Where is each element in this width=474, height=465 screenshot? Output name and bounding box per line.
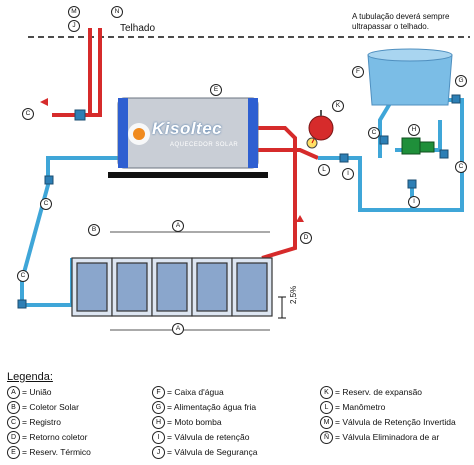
tag-g: G xyxy=(455,75,467,87)
tank-hot-outlet xyxy=(258,148,319,160)
legend-item-n: Ñ= Válvula Eliminadora de ar xyxy=(320,431,439,444)
brand-name: Kisoltec xyxy=(152,119,223,138)
expansion-tank xyxy=(308,110,334,141)
roof-label: Telhado xyxy=(120,23,156,34)
legend-item-j: J= Válvula de Segurança xyxy=(152,446,258,459)
legend-item-g: G= Alimentação água fria xyxy=(152,401,256,414)
legend-item-i: I= Válvula de retenção xyxy=(152,431,249,444)
tag-e: E xyxy=(210,84,222,96)
tag-c-tank: C xyxy=(368,127,380,139)
thermal-reservoir xyxy=(108,97,268,178)
tag-j: J xyxy=(68,20,80,32)
water-tank xyxy=(367,48,453,106)
legend-item-l: L= Manômetro xyxy=(320,401,385,414)
tag-a-bottom: A xyxy=(172,323,184,335)
legend-item-a: A= União xyxy=(7,386,52,399)
legend-item-c: C= Registro xyxy=(7,416,61,429)
valves xyxy=(17,94,461,309)
tag-a-top: A xyxy=(172,220,184,232)
pressure-gauge xyxy=(306,137,318,149)
tag-d: D xyxy=(300,232,312,244)
tag-c-bottom: C xyxy=(17,270,29,282)
tag-l: L xyxy=(318,164,330,176)
motor-pump xyxy=(401,137,435,155)
brand-tagline: AQUECEDOR SOLAR xyxy=(170,142,239,148)
tag-h: H xyxy=(408,124,420,136)
tag-m: M xyxy=(68,6,80,18)
hot-pipes xyxy=(52,28,319,260)
tag-n: N xyxy=(111,6,123,18)
slope-marker xyxy=(278,296,286,319)
solar-collectors xyxy=(71,231,273,331)
vent-pipe xyxy=(52,28,102,117)
tag-b: B xyxy=(88,224,100,236)
tag-f: F xyxy=(352,66,364,78)
tag-k: K xyxy=(332,100,344,112)
legend-item-h: H= Moto bomba xyxy=(152,416,222,429)
collector-feed-pipe xyxy=(20,156,118,307)
flow-arrows xyxy=(40,98,304,222)
collector-return-pipe xyxy=(248,126,297,260)
tag-i-bottom: I xyxy=(408,196,420,208)
slope-label: 2,5% xyxy=(289,285,298,304)
legend-item-d: D= Retorno coletor xyxy=(7,431,87,444)
roof-note: A tubulação deverá sempre ultrapassar o … xyxy=(352,12,450,31)
legend-item-e: E= Reserv. Térmico xyxy=(7,446,91,459)
tag-i-left: I xyxy=(342,168,354,180)
legend-item-k: K= Reserv. de expansão xyxy=(320,386,422,399)
legend-item-f: F= Caixa d'água xyxy=(152,386,224,399)
legend-item-b: B= Coletor Solar xyxy=(7,401,79,414)
tag-c-feed: C xyxy=(40,198,52,210)
legend-item-m: M= Válvula de Retenção Invertida xyxy=(320,416,456,429)
tag-c-right: C xyxy=(455,161,467,173)
legend-title: Legenda: xyxy=(7,371,53,383)
tag-c-vent: C xyxy=(22,108,34,120)
